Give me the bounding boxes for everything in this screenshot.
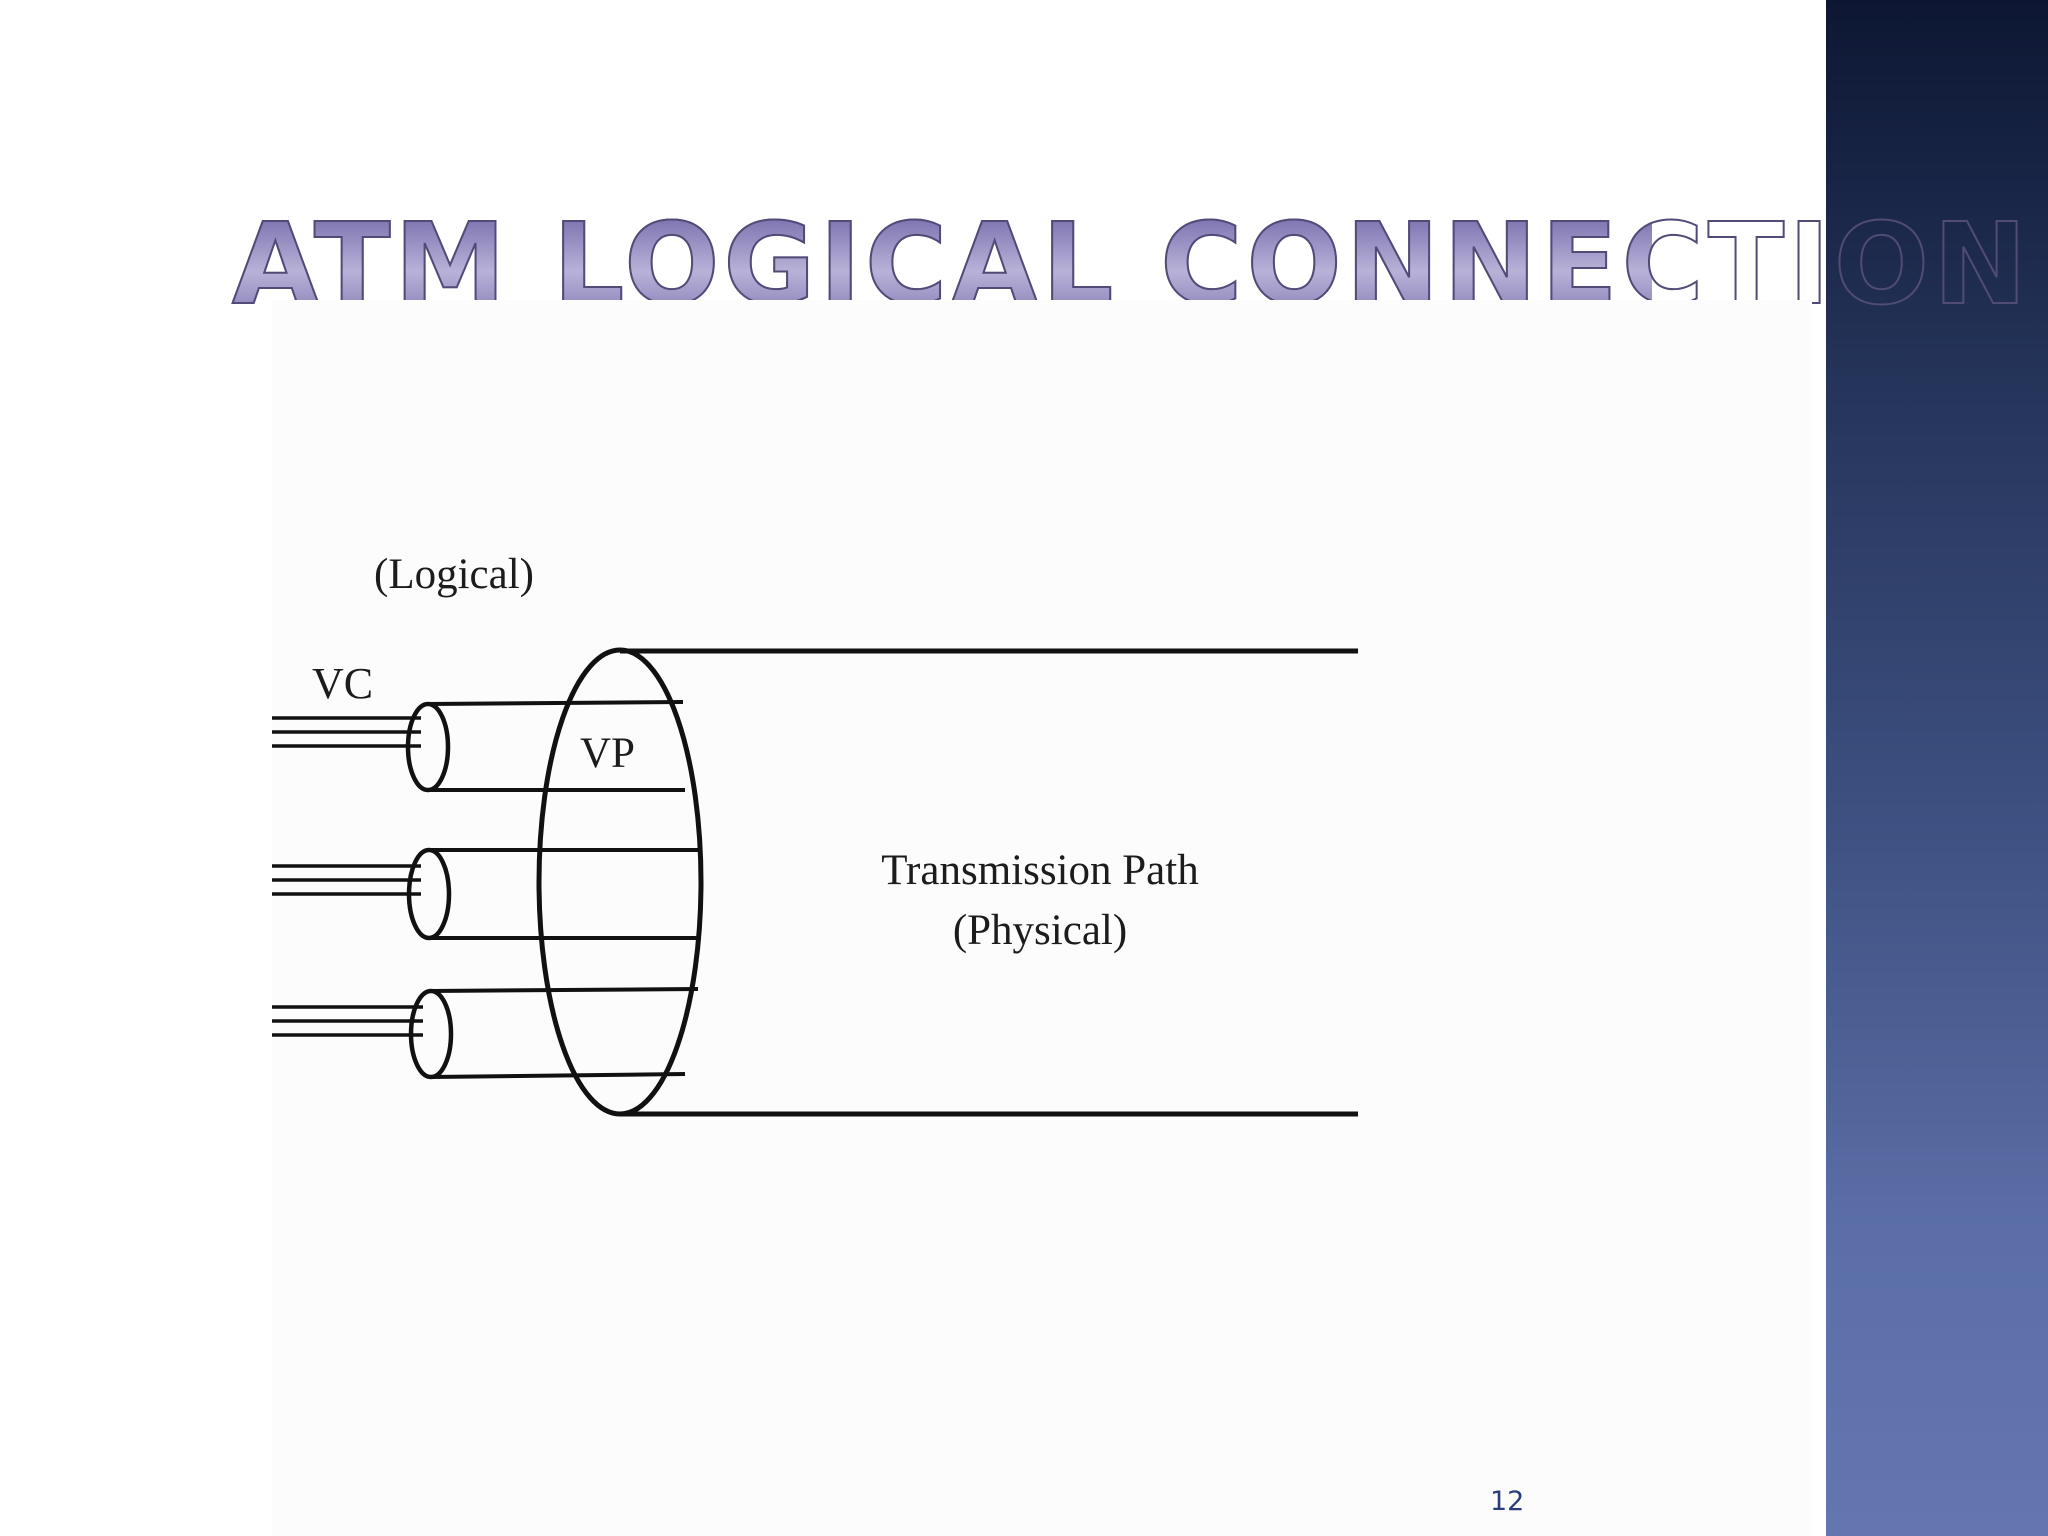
transmission-path-lines xyxy=(620,648,1358,1117)
page-number: 12 xyxy=(1490,1486,1525,1517)
vp-ellipse xyxy=(536,647,704,1117)
vp-label: VP xyxy=(580,730,635,777)
vc-tube-1 xyxy=(272,700,685,793)
vc-tube-3 xyxy=(272,987,699,1080)
vc-tube-2 xyxy=(272,847,701,941)
transmission-path-label: Transmission Path xyxy=(881,847,1198,894)
atm-connection-diagram: (Logical) VC VP Transmission Path (Physi… xyxy=(272,551,1358,1117)
diagram-panel: (Logical) VC VP Transmission Path (Physi… xyxy=(272,300,1812,1536)
vc-label: VC xyxy=(312,659,373,708)
logical-label: (Logical) xyxy=(374,551,534,598)
physical-label: (Physical) xyxy=(953,907,1127,954)
decorative-side-band xyxy=(1826,0,2048,1536)
